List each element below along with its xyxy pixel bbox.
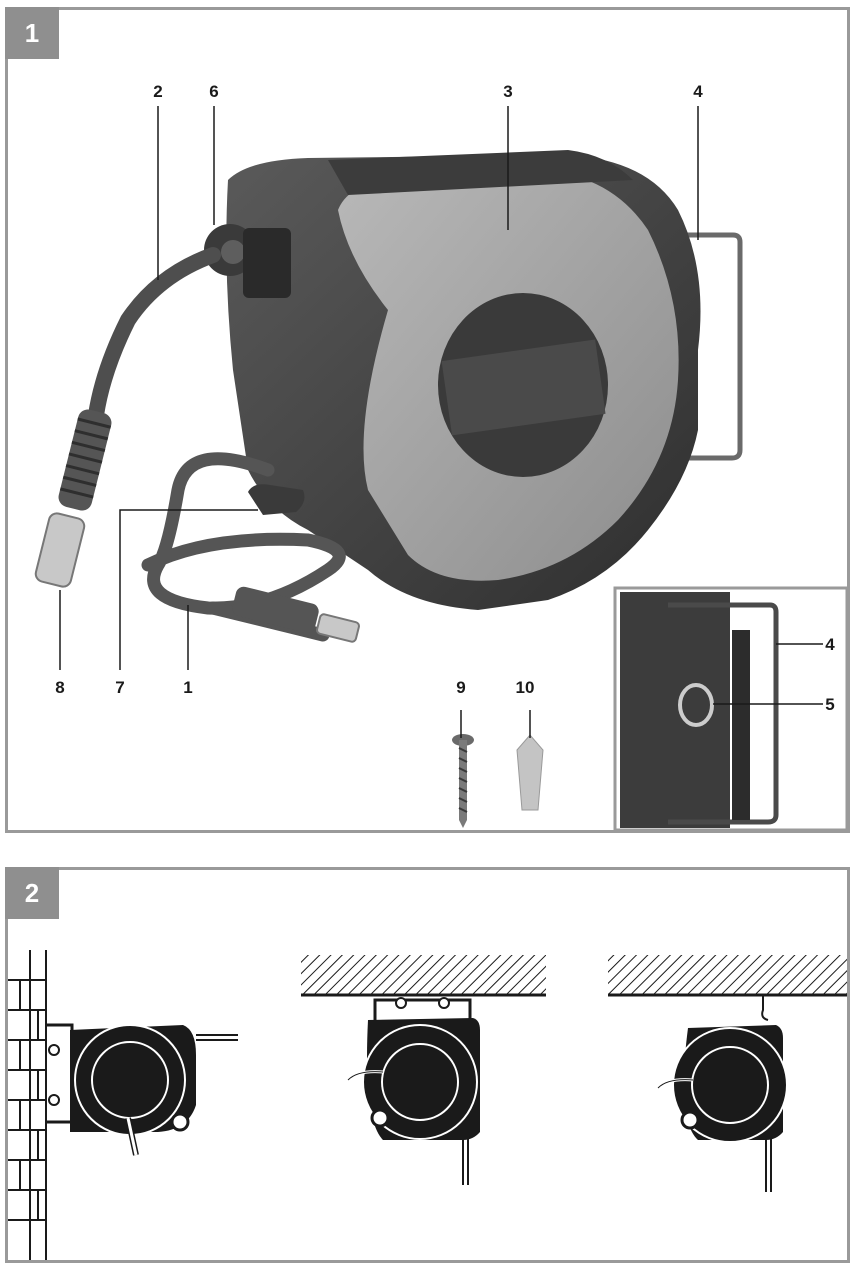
callout-lines (59, 106, 823, 738)
wall-plug (516, 734, 544, 811)
hose-coupling (34, 512, 86, 588)
figure-1-number: 1 (5, 7, 59, 59)
screw (452, 734, 474, 828)
outlet-hose (88, 247, 221, 423)
figure-2-panel: 2 (5, 867, 850, 1263)
wall-bracket (658, 232, 743, 461)
callout-9: 9 (456, 678, 465, 697)
detail-inset (613, 586, 847, 830)
callout-7: 7 (115, 678, 124, 697)
figure-1-panel: 1 (5, 7, 850, 833)
kink-protector (58, 409, 112, 511)
inset-callout-5: 5 (825, 695, 834, 714)
locking-pin (678, 683, 714, 727)
callout-2: 2 (153, 82, 162, 101)
callout-3: 3 (503, 82, 512, 101)
wall-mount-option (8, 950, 238, 1260)
guide-housing (243, 228, 291, 298)
supply-connector (316, 613, 360, 643)
ceiling-hook-option (608, 955, 847, 1192)
mounting-options-illustration (8, 950, 847, 1260)
callout-6: 6 (209, 82, 218, 101)
callout-8: 8 (55, 678, 64, 697)
callout-1: 1 (183, 678, 192, 697)
inset-callout-4: 4 (825, 635, 835, 654)
top-rail (328, 150, 633, 195)
figure-2-number: 2 (5, 867, 59, 919)
hose-reel-illustration: 2 6 3 4 8 7 1 9 10 4 5 (34, 82, 847, 830)
hose-holder (248, 484, 305, 515)
callout-10: 10 (516, 678, 535, 697)
supply-kink-protector (232, 586, 319, 634)
drum-band (441, 339, 606, 436)
ceiling-bracket-option (301, 955, 546, 1185)
callout-4: 4 (693, 82, 703, 101)
